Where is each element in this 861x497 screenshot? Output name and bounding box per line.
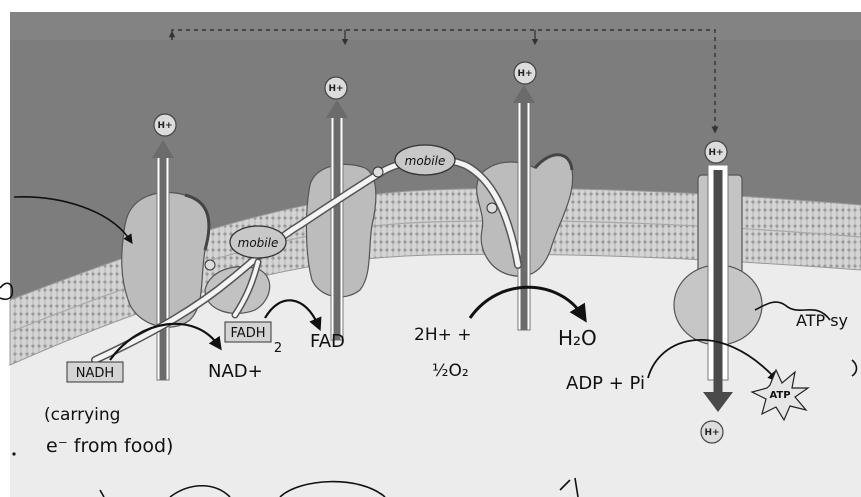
svg-text:H+: H+ — [328, 84, 343, 94]
fadh2-subscript: 2 — [274, 341, 282, 356]
fadh2-label: FADH — [231, 326, 266, 341]
atp-synthase-label: ATP sy — [796, 311, 848, 330]
water-label: H₂O — [558, 326, 597, 350]
svg-text:H+: H+ — [708, 148, 723, 158]
nad-plus-label: NAD+ — [208, 361, 263, 382]
mobile-label-2: mobile — [405, 154, 446, 168]
half-oxygen-label: ½O₂ — [432, 361, 469, 381]
h-ion-2: H+ — [325, 77, 347, 99]
h-ion-1: H+ — [154, 114, 176, 136]
electron-bead-1 — [205, 260, 215, 270]
h-ion-4: H+ — [705, 141, 727, 163]
svg-text:H+: H+ — [157, 121, 172, 131]
intermembrane-texture — [10, 12, 861, 40]
h-plus-label: 2H+ + — [414, 325, 472, 345]
svg-text:H+: H+ — [704, 428, 719, 438]
electron-bead-3 — [487, 203, 497, 213]
h-ion-5: H+ — [701, 421, 723, 443]
mobile-carrier-cytochrome-c: mobile — [395, 145, 455, 175]
mobile-carrier-ubiquinone: mobile — [230, 226, 286, 258]
mobile-label-1: mobile — [238, 236, 279, 250]
svg-text:H+: H+ — [517, 69, 532, 79]
h-ion-3: H+ — [514, 62, 536, 84]
nadh-label: NADH — [76, 366, 114, 381]
carrying-label-line2: e⁻ from food) — [46, 435, 173, 457]
fad-label: FAD — [310, 331, 345, 352]
adp-pi-label: ADP + Pi — [566, 373, 645, 394]
stray-dot — [12, 452, 15, 455]
nadh-box: NADH — [67, 362, 123, 382]
electron-bead-2 — [373, 167, 383, 177]
atp-product-label: ATP — [769, 390, 790, 401]
carrying-label-line1: (carrying — [44, 405, 120, 425]
